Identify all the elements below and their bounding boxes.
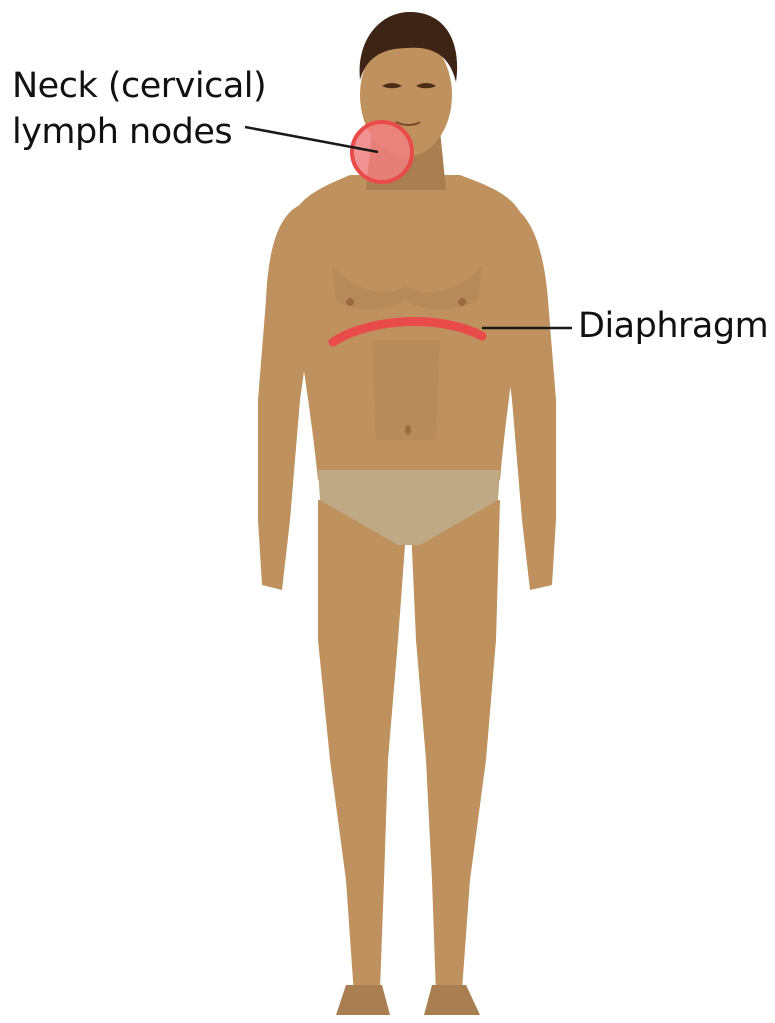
abdomen-shading: [372, 340, 440, 440]
legs: [318, 500, 500, 1015]
right-foot: [424, 985, 480, 1015]
left-nipple: [346, 298, 354, 306]
right-nipple: [458, 298, 466, 306]
left-leg: [318, 500, 408, 995]
neck-lymph-nodes-label-line2: lymph nodes: [12, 110, 232, 154]
neck-lymph-nodes-label: Neck (cervical): [12, 64, 266, 108]
diaphragm-label: Diaphragm: [578, 304, 768, 348]
right-leg: [410, 500, 500, 995]
navel: [405, 425, 411, 435]
left-foot: [336, 985, 390, 1015]
lymph-node-highlight: [352, 122, 412, 182]
